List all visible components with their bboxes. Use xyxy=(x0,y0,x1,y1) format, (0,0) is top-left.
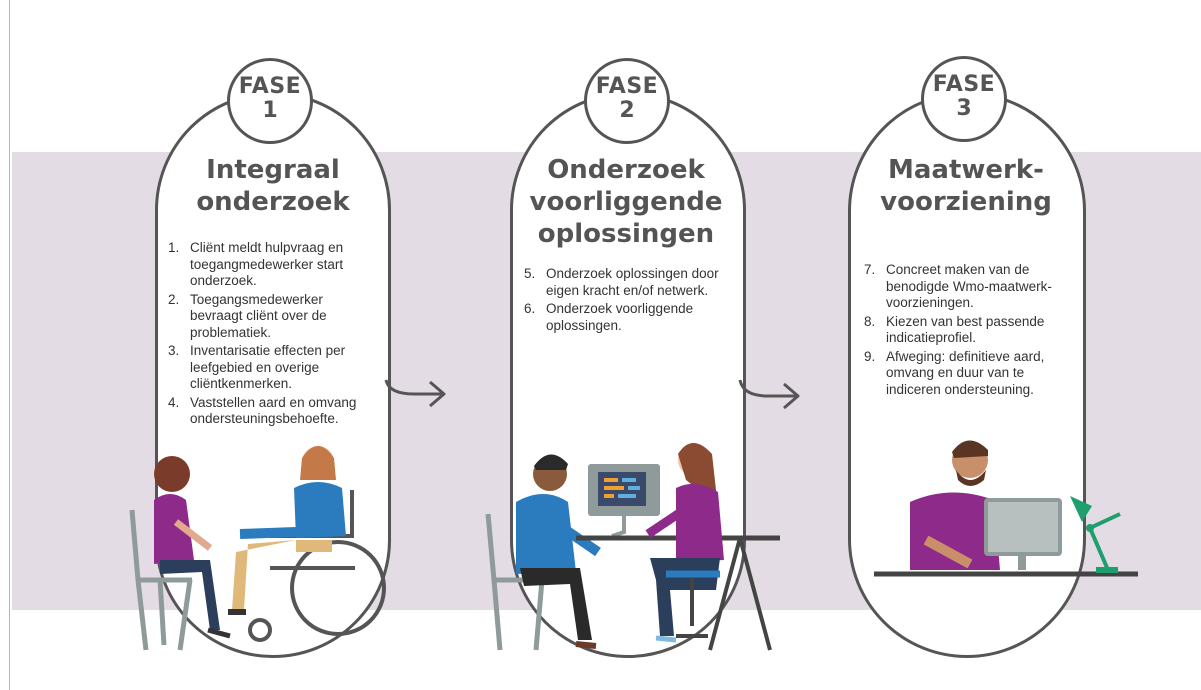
phase-1-badge-number: 1 xyxy=(262,98,278,123)
phase-1-title-line: onderzoek xyxy=(196,187,350,217)
desk-meeting-illustration xyxy=(485,443,780,651)
phase-2-title-line: oplossingen xyxy=(537,219,715,249)
phase-3-title-line: voorziening xyxy=(880,187,1052,217)
arrow-right-icon xyxy=(738,379,800,410)
step-item: 9.Afweging: definitieve aard, omvang en … xyxy=(864,348,1045,397)
consultation-illustration xyxy=(129,446,386,651)
phase-1-title-line: Integraal xyxy=(206,155,340,185)
step-item: 4.Vaststellen aard en omvang ondersteuni… xyxy=(168,394,357,427)
phase-2-badge: FASE 2 xyxy=(584,58,670,144)
step-item: 2.Toegangsmedewerker bevraagt cliënt ove… xyxy=(168,291,327,340)
lamp-icon xyxy=(1070,496,1121,573)
phase-1-steps: 1.Cliënt meldt hulpvraag en toegangmedew… xyxy=(168,240,378,430)
left-margin-line xyxy=(9,0,10,690)
phase-1-title: Integraal onderzoek xyxy=(158,154,388,218)
phase-2-title: Onderzoek voorliggende oplossingen xyxy=(510,154,742,250)
step-item: 8.Kiezen van best passende indicatieprof… xyxy=(864,313,1045,346)
phase-1-badge-word: FASE xyxy=(238,74,302,99)
phase-2-badge-number: 2 xyxy=(619,98,635,123)
phase-2-steps: 5.Onderzoek oplossingen door eigen krach… xyxy=(524,266,724,336)
phase-2-title-line: voorliggende xyxy=(529,187,723,217)
phase-3-steps: 7.Concreet maken van de benodigde Wmo-ma… xyxy=(864,262,1070,400)
step-item: 5.Onderzoek oplossingen door eigen krach… xyxy=(524,266,719,298)
phase-2-title-line: Onderzoek xyxy=(547,155,705,185)
phase-1-badge: FASE 1 xyxy=(227,58,313,144)
phase-3-title-line: Maatwerk- xyxy=(888,155,1044,185)
phase-3-badge-word: FASE xyxy=(932,72,996,97)
arrow-right-icon xyxy=(384,379,446,408)
phase-3-badge-number: 3 xyxy=(956,96,972,121)
phase-3-badge: FASE 3 xyxy=(921,56,1007,142)
step-item: 6.Onderzoek voorliggende oplossingen. xyxy=(524,301,694,333)
step-item: 3.Inventarisatie effecten per leefgebied… xyxy=(168,343,346,391)
phase-3-title: Maatwerk- voorziening xyxy=(848,154,1084,218)
step-item: 7.Concreet maken van de benodigde Wmo-ma… xyxy=(864,262,1052,310)
step-item: 1.Cliënt meldt hulpvraag en toegangmedew… xyxy=(168,240,344,288)
phase-2-badge-word: FASE xyxy=(595,74,659,99)
worker-at-computer-illustration xyxy=(874,440,1138,577)
chair-icon xyxy=(129,509,193,651)
